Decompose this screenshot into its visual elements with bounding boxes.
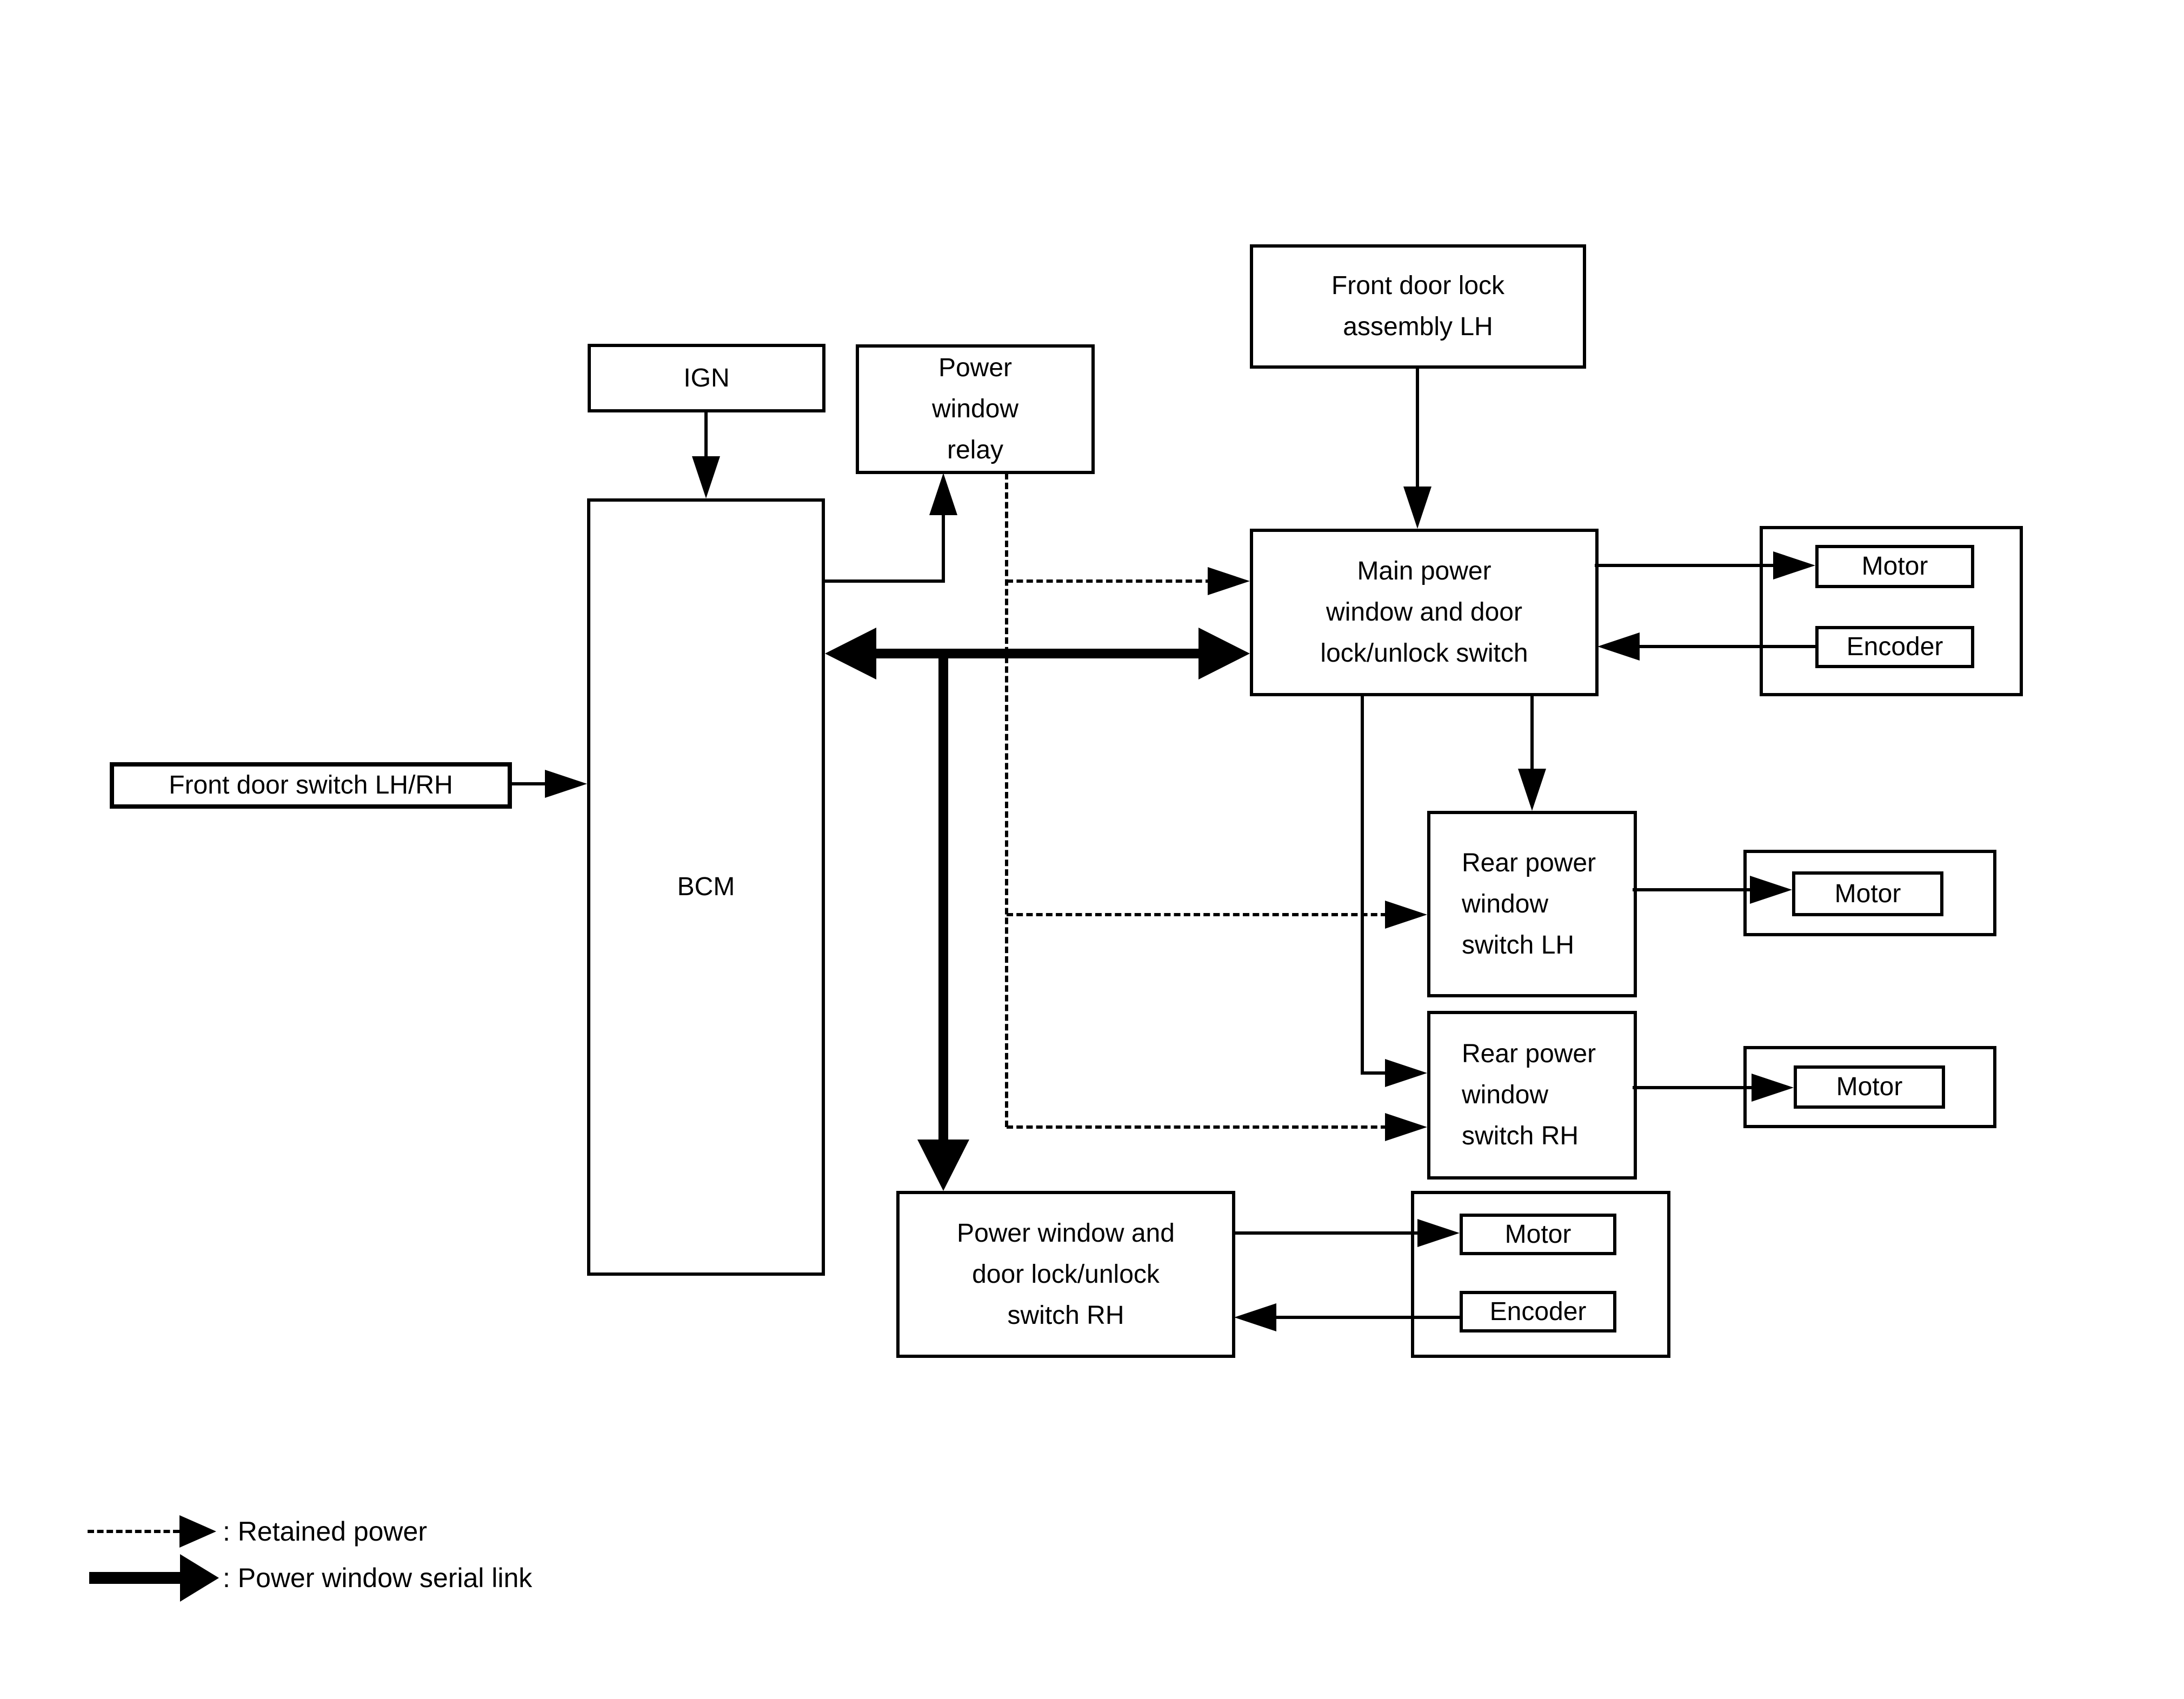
node-main-power-window-switch: Main power window and door lock/unlock s… [1250,529,1599,696]
node-front-lh-motor-label: Motor [1861,552,1928,581]
arrowhead-retained-power-to-main-switch [1208,567,1250,595]
node-rear-power-window-switch-rh: Rear power window switch RH [1427,1011,1637,1180]
node-front-door-lock-assembly-lh-label: Front door lock assembly LH [1331,271,1505,341]
wire-bcm-to-relay-h [822,579,945,583]
arrowhead-switch-rh-to-motor [1417,1219,1460,1247]
wire-main-switch-to-rear-rh-h [1361,1071,1387,1075]
wire-front-door-switch-to-bcm [508,782,548,785]
arrowhead-main-switch-to-rear-rh [1385,1059,1427,1087]
node-ign: IGN [588,344,825,412]
wire-main-switch-to-front-lh-motor [1595,564,1775,567]
node-bcm-label: BCM [677,872,735,901]
retained-power-to-rear-lh [1007,913,1387,916]
legend-serial-link-label: : Power window serial link [223,1563,532,1593]
node-front-lh-motor: Motor [1815,545,1974,588]
node-main-power-window-switch-label: Main power window and door lock/unlock s… [1320,557,1528,668]
node-front-lh-encoder: Encoder [1815,626,1974,668]
legend-serial-link-line [89,1572,181,1584]
wire-ign-to-bcm [704,409,708,461]
arrowhead-retained-power-to-rear-rh [1385,1113,1427,1141]
arrowhead-rear-rh-switch-to-motor [1752,1074,1794,1102]
retained-power-to-main-switch [1007,579,1212,583]
wire-bcm-to-relay-v [942,513,945,583]
node-front-door-lock-assembly-lh: Front door lock assembly LH [1250,244,1586,369]
serial-link-bcm-main-switch [871,649,1202,658]
retained-power-trunk [1005,473,1008,1127]
node-front-rh-encoder-label: Encoder [1489,1297,1587,1326]
arrowhead-retained-power-to-rear-lh [1385,901,1427,929]
node-rear-power-window-switch-lh-label: Rear power window switch LH [1462,848,1596,960]
wire-lock-assembly-to-main-switch [1416,367,1419,489]
node-rear-lh-motor-label: Motor [1834,879,1901,908]
serial-link-branch-to-switch-rh [938,651,948,1142]
node-power-window-door-switch-rh: Power window and door lock/unlock switch… [896,1191,1235,1358]
retained-power-to-rear-rh [1007,1125,1387,1129]
wire-rear-rh-switch-to-motor [1633,1086,1754,1089]
node-rear-power-window-switch-rh-label: Rear power window switch RH [1462,1040,1596,1150]
node-power-window-relay: Power window relay [856,344,1095,474]
node-ign-label: IGN [683,363,730,392]
legend-serial-link-arrowhead [180,1554,219,1602]
wire-front-rh-encoder-to-switch-rh [1274,1316,1462,1319]
node-front-lh-encoder-label: Encoder [1846,632,1943,661]
arrowhead-front-door-switch-to-bcm [545,770,587,798]
arrowhead-rear-lh-switch-to-motor [1750,876,1792,904]
node-rear-lh-motor: Motor [1792,871,1943,916]
wire-main-switch-to-rear-rh-v [1361,693,1364,1075]
wire-front-lh-encoder-to-main-switch [1640,645,1818,648]
wire-rear-lh-switch-to-motor [1633,888,1752,891]
node-rear-power-window-switch-lh: Rear power window switch LH [1427,811,1637,997]
arrowhead-lock-assembly-to-main-switch [1403,487,1431,529]
node-front-door-switch-lh-rh: Front door switch LH/RH [110,762,512,809]
arrowhead-bcm-to-relay [929,473,957,515]
arrowhead-serial-link-right [1198,628,1250,679]
node-front-door-switch-lh-rh-label: Front door switch LH/RH [169,771,453,799]
node-rear-rh-motor: Motor [1794,1065,1945,1109]
arrowhead-front-lh-encoder-to-main-switch [1597,632,1640,661]
arrowhead-serial-link-to-switch-rh [917,1140,969,1191]
wire-main-switch-to-rear-lh [1530,693,1534,771]
node-power-window-door-switch-rh-label: Power window and door lock/unlock switch… [957,1218,1175,1330]
node-power-window-relay-label: Power window relay [931,354,1019,464]
arrowhead-ign-to-bcm [692,456,720,498]
legend-retained-power-arrowhead [179,1515,216,1548]
node-front-rh-motor-label: Motor [1504,1220,1572,1249]
arrowhead-front-rh-encoder-to-switch-rh [1234,1303,1276,1331]
wire-switch-rh-to-motor [1233,1231,1419,1235]
arrowhead-main-switch-to-rear-lh [1518,769,1546,811]
arrowhead-main-switch-to-front-lh-motor [1773,551,1815,579]
node-bcm: BCM [587,498,825,1276]
node-rear-rh-motor-label: Motor [1836,1072,1903,1101]
legend-retained-power-line [88,1530,179,1533]
arrowhead-serial-link-left [825,628,876,679]
node-front-rh-motor: Motor [1460,1214,1616,1255]
legend-retained-power-label: : Retained power [223,1516,428,1547]
node-front-rh-encoder: Encoder [1460,1291,1616,1332]
